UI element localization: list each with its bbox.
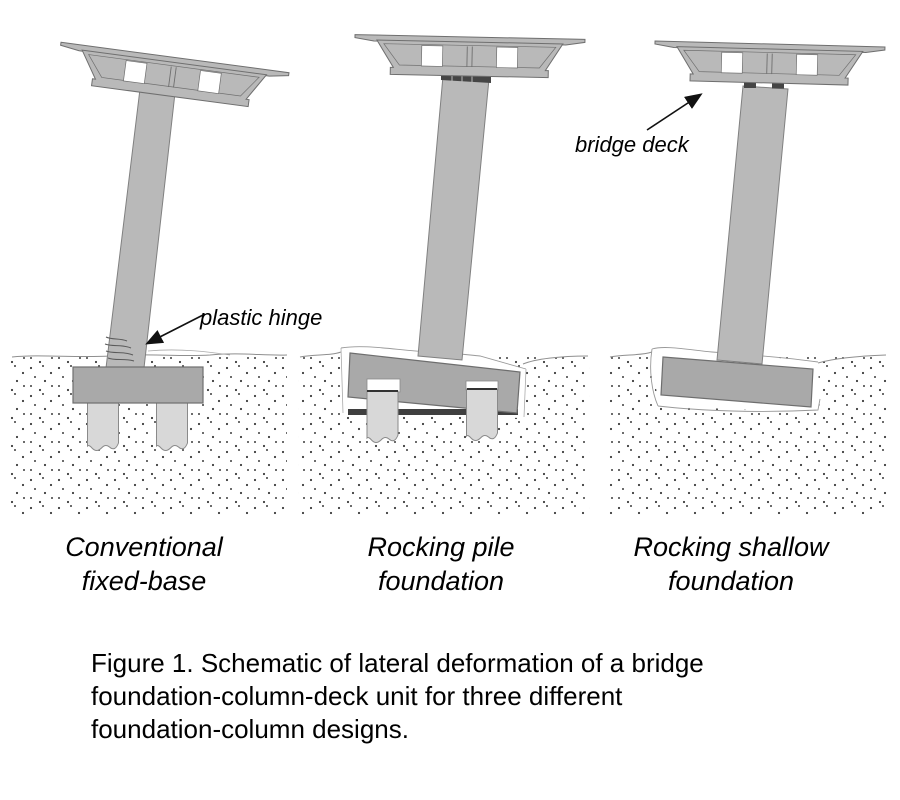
panel1-label-line2: fixed-base [82,566,207,596]
panel3-label-line1: Rocking shallow [633,532,830,562]
gap-edge-line [523,368,527,418]
ground-heave-line [651,347,819,363]
plastic-hinge-label: plastic hinge [199,305,322,330]
bridge-column [716,85,789,365]
panel2-label-line2: foundation [378,566,504,596]
bridge-deck-arrow-icon [646,93,703,131]
panel2-label-line1: Rocking pile [367,532,514,562]
column-bearing [772,83,784,89]
ground-surface-line [609,351,653,358]
panel-rocking-shallow-foundation [608,40,888,516]
caption-line2: foundation-column-deck unit for three di… [91,681,623,711]
figure-caption: Figure 1. Schematic of lateral deformati… [91,648,704,744]
panel-conventional-fixed-base [10,41,290,516]
pile [466,388,498,441]
panel3-label-line2: foundation [668,566,794,596]
panel-rocking-pile-foundation [298,34,590,516]
ground-surface-line [522,355,589,365]
caption-line3: foundation-column designs. [91,714,409,744]
shallow-footing [660,356,814,408]
ground-surface-line [11,353,288,358]
plastic-hinge-arrow-icon [145,313,206,345]
gap-outline-left [650,348,659,407]
pile [366,390,399,443]
ground-surface-line [817,354,887,364]
bridge-deck-label: bridge deck [575,132,690,157]
caption-line1: Figure 1. Schematic of lateral deformati… [91,648,704,678]
bridge-column [105,88,176,369]
ground-surface-line [299,351,342,358]
panel1-label-line1: Conventional [65,532,224,562]
foundation-base-bar [348,409,518,415]
pile-cap [72,366,204,404]
plastic-hinge-cracks [104,336,135,362]
ground-heave-line [147,349,231,356]
column-bearing [744,82,756,88]
pile [87,398,119,451]
pile [156,398,188,451]
bridge-deck-level [653,40,886,87]
gap-outline-bottom [657,398,821,412]
bridge-column [417,75,490,361]
gap-edge-line [340,347,344,414]
bridge-deck-level [353,34,586,79]
